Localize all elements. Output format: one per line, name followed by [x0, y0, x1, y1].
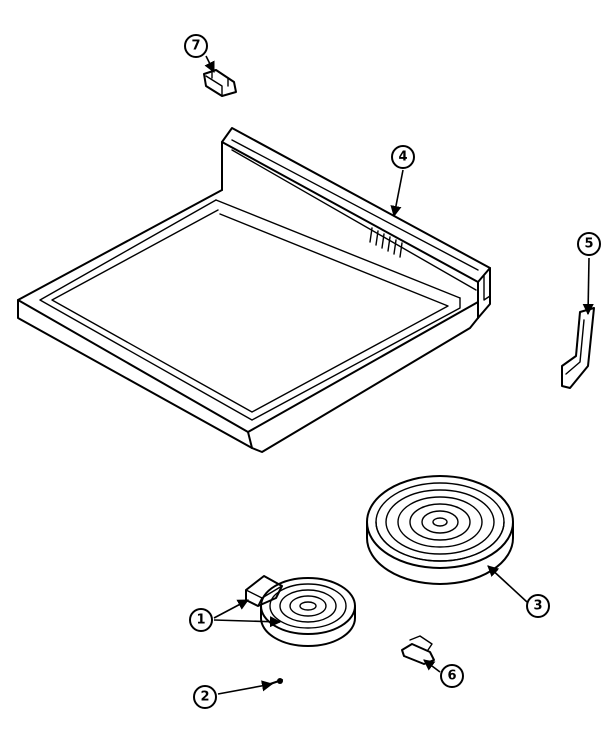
vent-slots — [369, 227, 403, 258]
callout-6-label: 6 — [447, 669, 456, 684]
callout-3[interactable]: 3 — [526, 594, 550, 618]
part-2-screw — [269, 678, 283, 685]
callout-7[interactable]: 7 — [184, 34, 208, 58]
callout-6[interactable]: 6 — [440, 664, 464, 688]
cooktop-top-assembly — [17, 127, 491, 453]
callout-2-label: 2 — [200, 690, 209, 705]
callout-4[interactable]: 4 — [391, 145, 415, 169]
callout-5-label: 5 — [584, 237, 593, 252]
callout-5[interactable]: 5 — [577, 232, 601, 256]
callout-7-label: 7 — [191, 39, 200, 54]
callout-2[interactable]: 2 — [193, 685, 217, 709]
callout-1-label: 1 — [196, 613, 205, 628]
part-1-small-element — [245, 575, 356, 647]
callout-4-label: 4 — [398, 150, 407, 165]
part-3-large-element — [366, 475, 514, 585]
callout-3-label: 3 — [533, 599, 542, 614]
part-5-side-trim — [561, 307, 595, 389]
callout-1[interactable]: 1 — [189, 608, 213, 632]
part-6-clip — [401, 635, 435, 665]
leader-lines — [204, 55, 594, 695]
part-7-clip — [203, 69, 237, 97]
